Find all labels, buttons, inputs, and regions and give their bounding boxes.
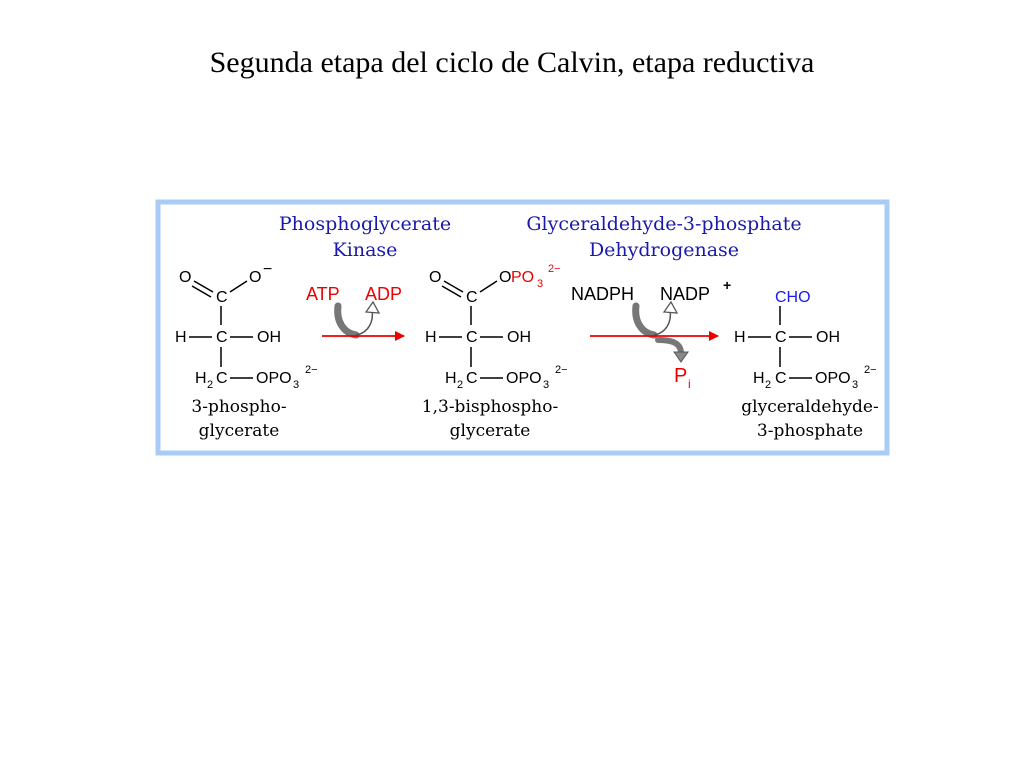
- atom-o: O: [499, 269, 511, 286]
- charge-2minus: 2−: [864, 364, 877, 376]
- atom-c: C: [775, 329, 787, 346]
- atom-c: C: [216, 329, 228, 346]
- molecule-name-line2: glycerate: [199, 421, 280, 441]
- atom-h: H: [734, 329, 746, 346]
- atom-opo3: OPO: [815, 370, 851, 387]
- slide-title: Segunda etapa del ciclo de Calvin, etapa…: [209, 46, 815, 79]
- subscript-3: 3: [852, 379, 858, 391]
- atom-h: H: [753, 370, 765, 387]
- reactant-nadph: NADPH: [571, 284, 634, 304]
- atom-c: C: [466, 370, 478, 387]
- released-pi: P: [674, 365, 687, 387]
- atom-opo3: OPO: [256, 370, 292, 387]
- molecule-3-phosphoglycerate: O O − C H C OH H 2 C OPO 3 2− 3-phospho-…: [175, 261, 318, 441]
- atom-h: H: [175, 329, 187, 346]
- subscript-2: 2: [765, 379, 771, 391]
- atom-c: C: [216, 289, 228, 306]
- atom-oh: OH: [507, 329, 531, 346]
- atom-o-minus: O: [249, 269, 261, 286]
- reaction-step-1: ATP ADP: [306, 284, 405, 341]
- atom-opo3: OPO: [506, 370, 542, 387]
- atom-o: O: [429, 269, 441, 286]
- atom-c: C: [466, 329, 478, 346]
- molecule-glyceraldehyde-3-phosphate: CHO H C OH H 2 C OPO 3 2− glyceraldehyde…: [734, 289, 879, 441]
- molecule-1-3-bisphosphoglycerate: O O PO 3 2− C H C OH H 2 C OPO 3 2− 1,3-…: [422, 263, 568, 441]
- curved-arrow-in: [632, 302, 658, 339]
- atom-oh: OH: [257, 329, 281, 346]
- subscript-3: 3: [293, 379, 299, 391]
- subscript-2: 2: [457, 379, 463, 391]
- charge-minus: −: [263, 261, 272, 278]
- atom-cho: CHO: [775, 289, 811, 306]
- molecule-name-line1: 3-phospho-: [191, 397, 286, 417]
- subscript-3: 3: [537, 278, 543, 290]
- atom-h: H: [195, 370, 207, 387]
- product-adp: ADP: [365, 284, 402, 304]
- curved-arrow-in: [334, 302, 360, 339]
- atom-c: C: [775, 370, 787, 387]
- subscript-2: 2: [207, 379, 213, 391]
- molecule-name-line2: 3-phosphate: [757, 421, 863, 441]
- reactant-atp: ATP: [306, 284, 340, 304]
- charge-2minus: 2−: [548, 263, 561, 275]
- atom-po3-red: PO: [511, 269, 534, 286]
- reaction-step-2: NADPH NADP + P i: [571, 277, 731, 391]
- molecule-name-line2: glycerate: [450, 421, 531, 441]
- atom-c: C: [466, 289, 478, 306]
- atom-h: H: [425, 329, 437, 346]
- diagram-frame: [155, 199, 890, 456]
- molecule-name-line1: 1,3-bisphospho-: [422, 397, 558, 417]
- enzyme-dehydrogenase-line2: Dehydrogenase: [589, 239, 739, 261]
- enzyme-dehydrogenase-line1: Glyceraldehyde-3-phosphate: [526, 213, 801, 235]
- atom-h: H: [445, 370, 457, 387]
- atom-oh: OH: [816, 329, 840, 346]
- charge-2minus: 2−: [555, 364, 568, 376]
- charge-2minus: 2−: [305, 364, 318, 376]
- molecule-name-line1: glyceraldehyde-: [741, 397, 878, 417]
- release-arrow: [655, 337, 684, 355]
- released-pi-subscript: i: [688, 377, 691, 391]
- atom-c: C: [216, 370, 228, 387]
- atom-o: O: [179, 269, 191, 286]
- enzyme-kinase-line1: Phosphoglycerate: [279, 213, 451, 235]
- enzyme-kinase-line2: Kinase: [333, 239, 398, 261]
- charge-plus: +: [723, 277, 731, 293]
- product-nadp: NADP: [660, 284, 710, 304]
- subscript-3: 3: [543, 379, 549, 391]
